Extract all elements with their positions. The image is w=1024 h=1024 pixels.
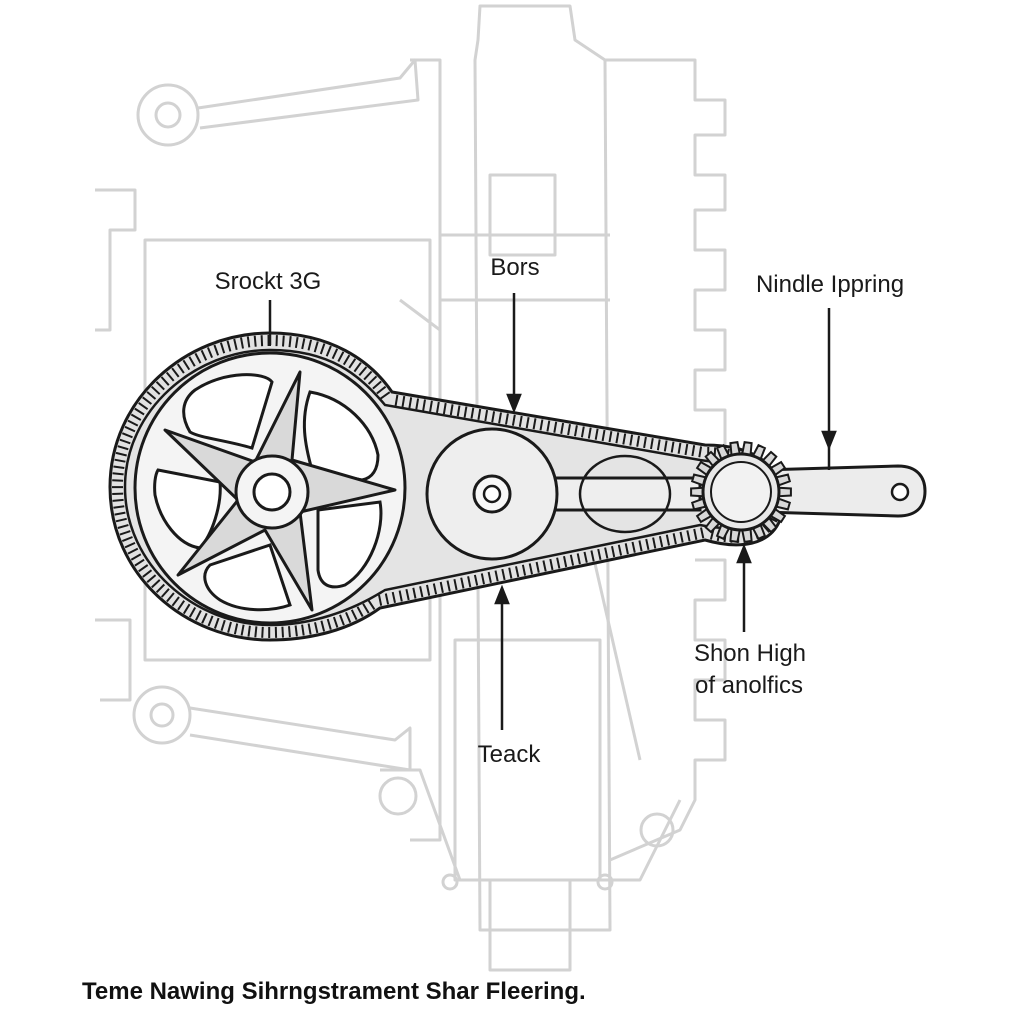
small-sprocket-teeth — [690, 440, 792, 544]
sprocket-window — [203, 543, 292, 612]
label-sprocket: Srockt 3G — [215, 268, 322, 295]
leader-lines — [268, 293, 837, 730]
arrowhead — [494, 584, 510, 605]
idler-pulley — [425, 427, 559, 561]
sprocket-window — [182, 373, 274, 450]
label-teack: Teack — [478, 741, 542, 768]
label-bors: Bors — [490, 254, 539, 281]
arrowhead — [506, 393, 522, 414]
small-sprocket — [690, 440, 792, 544]
sprocket-window — [316, 500, 383, 589]
diagram-caption: Teme Nawing Sihrngstrament Shar Fleering… — [82, 978, 586, 1005]
sprocket-window — [302, 390, 380, 482]
lever-arm — [758, 464, 927, 518]
large-sprocket — [133, 351, 407, 625]
arrowhead — [736, 543, 752, 564]
sprocket-window — [153, 468, 222, 550]
arrowhead — [821, 430, 837, 451]
label-shon-line2: of anolfics — [695, 672, 803, 699]
engine-block-outline — [95, 4, 727, 972]
label-shon-line1: Shon High — [694, 640, 806, 667]
label-nindle: Nindle Ippring — [756, 271, 904, 298]
